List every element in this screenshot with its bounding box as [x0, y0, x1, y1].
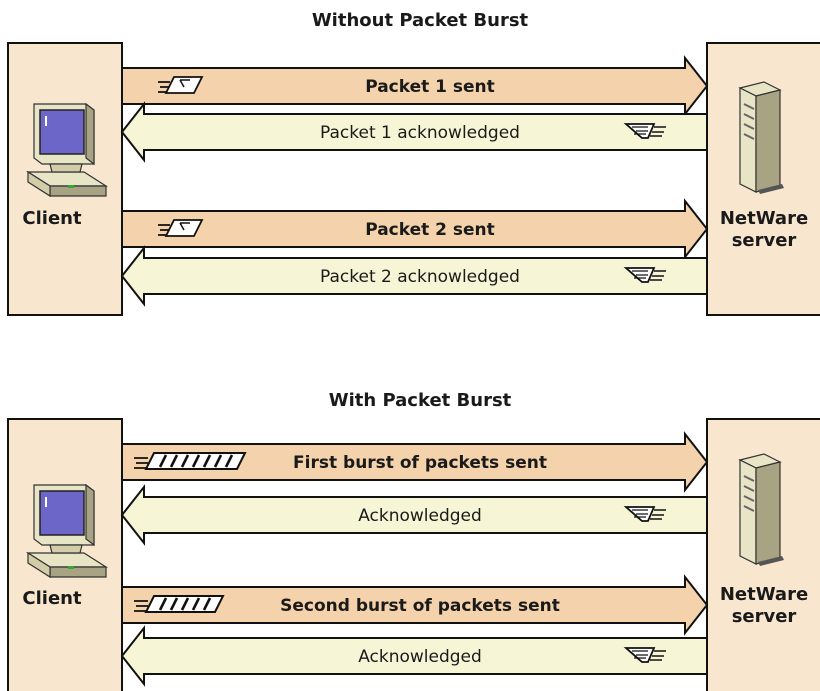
packet-slot: [202, 597, 212, 611]
client-label: Client: [22, 208, 82, 229]
panel-without-burst: Without Packet Burst Client NetWare serv…: [7, 10, 820, 316]
server-label-line2: server: [732, 606, 797, 627]
ack-arrow: [120, 245, 708, 307]
acknowledgment-icon: [623, 647, 666, 663]
packet-slot: [158, 454, 168, 468]
packet-slot: [169, 597, 179, 611]
packet-icon: [158, 76, 204, 94]
ack-label: Acknowledged: [358, 647, 482, 667]
client-computer-icon: [25, 102, 109, 198]
panel-title: Without Packet Burst: [312, 10, 529, 31]
sent-label: Packet 2 sent: [365, 220, 495, 240]
packet-burst-icon: [134, 595, 225, 613]
sent-label: First burst of packets sent: [293, 453, 547, 473]
packet-slot: [202, 454, 212, 468]
ack-label: Packet 2 acknowledged: [320, 267, 520, 287]
ack-label: Packet 1 acknowledged: [320, 123, 520, 143]
sent-label: Packet 1 sent: [365, 77, 495, 97]
sent-label: Second burst of packets sent: [280, 596, 560, 616]
sent-arrow: [121, 574, 709, 636]
packet-icon: [158, 219, 204, 237]
ack-label: Acknowledged: [358, 506, 482, 526]
packet-slot: [191, 454, 201, 468]
ack-arrow: [120, 625, 708, 687]
server-label-line1: NetWare: [720, 208, 808, 229]
ack-arrow: [120, 484, 708, 546]
acknowledgment-icon: [623, 267, 666, 283]
acknowledgment-icon: [623, 123, 666, 139]
server-tower-icon: [738, 453, 784, 566]
acknowledgment-icon: [623, 506, 666, 522]
packet-slot: [224, 454, 234, 468]
ack-arrow: [120, 101, 708, 163]
client-computer-icon: [25, 483, 109, 579]
panel-with-burst: With Packet Burst Client NetWare server …: [7, 390, 820, 691]
packet-slot: [180, 454, 190, 468]
packet-slot: [213, 454, 223, 468]
panel-title: With Packet Burst: [329, 390, 512, 411]
packet-slot: [191, 597, 201, 611]
packet-slot: [180, 597, 190, 611]
sent-arrow: [121, 55, 709, 117]
server-tower-icon: [738, 81, 784, 194]
server-label-line1: NetWare: [720, 584, 808, 605]
packet-burst-icon: [134, 452, 247, 470]
packet-slot: [169, 454, 179, 468]
sent-arrow: [121, 431, 709, 493]
packet-slot: [158, 597, 168, 611]
client-label: Client: [22, 588, 82, 609]
sent-arrow: [121, 198, 709, 260]
server-label-line2: server: [732, 230, 797, 251]
